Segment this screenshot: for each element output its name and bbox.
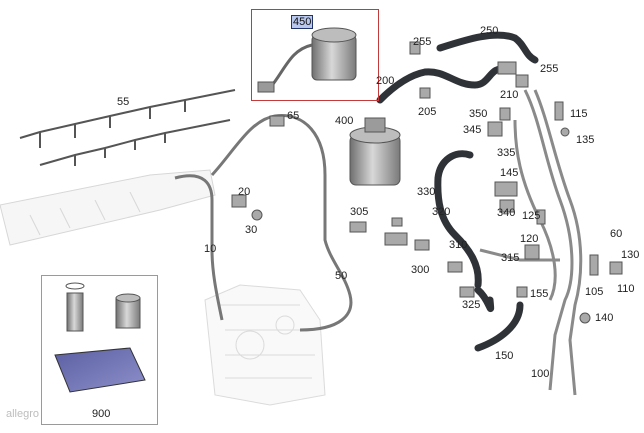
part-label-100[interactable]: 100: [531, 368, 550, 380]
part-label-60[interactable]: 60: [610, 228, 623, 240]
fuel-filter-400-drawing: [349, 117, 401, 186]
fuel-line-10-50-drawing: [174, 114, 353, 332]
fittings-drawing: [231, 41, 623, 324]
part-label-110[interactable]: 110: [617, 283, 635, 295]
part-label-335[interactable]: 335: [497, 147, 516, 159]
part-label-125[interactable]: 125: [522, 210, 541, 222]
watermark-text: allegro: [6, 408, 40, 420]
part-label-300[interactable]: 300: [411, 264, 430, 276]
part-label-145[interactable]: 145: [500, 167, 519, 179]
injector-line-55-drawing: [19, 89, 236, 166]
inset-parts-drawing: [54, 282, 146, 393]
part-label-30[interactable]: 30: [245, 224, 258, 236]
part-label-310[interactable]: 310: [449, 239, 468, 251]
part-label-115[interactable]: 115: [570, 108, 588, 120]
common-rail-drawing: [0, 169, 216, 246]
part-label-255b[interactable]: 255: [540, 63, 559, 75]
part-label-20[interactable]: 20: [238, 186, 251, 198]
part-label-105[interactable]: 105: [585, 286, 604, 298]
part-label-150[interactable]: 150: [495, 350, 514, 362]
part-label-400[interactable]: 400: [335, 115, 354, 127]
part-label-450[interactable]: 450: [290, 15, 314, 29]
part-label-155[interactable]: 155: [530, 288, 549, 300]
part-label-330[interactable]: 330: [417, 186, 436, 198]
part-label-305[interactable]: 305: [350, 206, 369, 218]
part-label-205[interactable]: 205: [418, 106, 437, 118]
part-label-55[interactable]: 55: [117, 96, 130, 108]
part-label-10[interactable]: 10: [204, 243, 217, 255]
part-label-50[interactable]: 50: [335, 270, 348, 282]
part-label-250[interactable]: 250: [480, 25, 499, 37]
highlight-frame: [251, 9, 379, 101]
part-label-900[interactable]: 900: [92, 408, 111, 420]
part-label-135[interactable]: 135: [576, 134, 595, 146]
part-label-255a[interactable]: 255: [413, 36, 432, 48]
part-label-320[interactable]: 320: [432, 206, 451, 218]
part-label-200[interactable]: 200: [376, 75, 395, 87]
part-label-130[interactable]: 130: [621, 249, 640, 261]
black-hoses-drawing: [376, 31, 539, 352]
inset-frame: [41, 275, 158, 425]
part-label-340[interactable]: 340: [497, 207, 516, 219]
part-label-345[interactable]: 345: [463, 124, 482, 136]
part-label-120[interactable]: 120: [520, 233, 539, 245]
part-label-350[interactable]: 350: [469, 108, 488, 120]
part-label-210[interactable]: 210: [500, 89, 519, 101]
part-label-325[interactable]: 325: [462, 299, 481, 311]
part-label-315[interactable]: 315: [501, 252, 520, 264]
engine-block-drawing: [204, 284, 326, 406]
fuel-filter-450-drawing: [257, 27, 357, 93]
part-label-65[interactable]: 65: [287, 110, 300, 122]
part-label-140[interactable]: 140: [595, 312, 614, 324]
